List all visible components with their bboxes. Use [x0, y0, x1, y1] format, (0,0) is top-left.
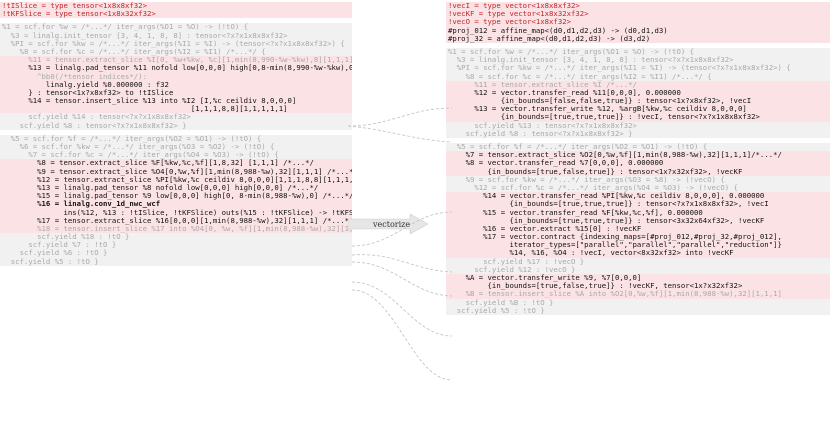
connector-line [351, 281, 453, 337]
arrow-icon [348, 213, 429, 235]
code-line: scf.yield %5 : !tO } [446, 306, 830, 315]
code-line: !tISlice = type tensor<1x8x8xf32> [0, 2, 352, 11]
code-line: iterator_types=["parallel","parallel","p… [446, 241, 830, 250]
code-line: %8 = tensor.extract_slice %F[%kw,%c,%f][… [0, 159, 352, 168]
connector-line [351, 261, 453, 297]
code-line: !tKFSlice = type tensor<1x8x32xf32> [0, 10, 352, 19]
code-line: %15 = linalg.pad_tensor %9 low[0,0,0] hi… [0, 192, 352, 201]
code-line: %9 = scf.for %kw = /*...*/ iter_args(%O3… [446, 175, 830, 184]
code-line: %17 = tensor.extract_slice %16[0,0,0][1,… [0, 216, 352, 225]
code-line: %14, %16, %O4 : !vecI, vector<8x32xf32> … [446, 249, 830, 258]
code-line: %7 = scf.for %c = /*...*/ iter_args(%O4 … [0, 151, 352, 160]
code-line: ^bb0(/*tensor indices*/): [0, 72, 352, 81]
code-line: %12 = scf.for %c = /*...*/ iter_args(%O4… [446, 183, 830, 193]
code-line: %3 = linalg.init_tensor [3, 4, 1, 8, 8] … [0, 31, 352, 40]
connector-line [351, 289, 453, 381]
vectorize-arrow: vectorize [348, 213, 448, 235]
code-line: %PI = scf.for %kw = /*...*/ iter_args(%I… [0, 39, 352, 48]
code-line: scf.yield %8 : tensor<?x?x1x8x8xf32> } [0, 121, 352, 130]
code-line: %7 = tensor.extract_slice %O2[0,%w,%f][1… [446, 151, 830, 160]
code-line: %13 = linalg.pad_tensor %11 nofold low[0… [0, 64, 352, 73]
connector-line [351, 254, 453, 273]
code-line: scf.yield %12 : !vecO } [446, 265, 830, 274]
code-line: %B = tensor.insert_slice %A into %O2[0,%… [446, 290, 830, 299]
code-line: %18 = tensor.insert_slice %17 into %O4[0… [0, 224, 352, 234]
code-line: scf.yield %14 : tensor<?x?x1x8x8xf32> [0, 113, 352, 122]
code-line: {in_bounds=[false,false,true]} : tensor<… [446, 97, 830, 106]
code-line: !vecKF = type vector<1x8x32xf32> [446, 10, 830, 19]
code-line: %11 = tensor.extract_slice %I[0, %w+%kw,… [0, 56, 352, 65]
code-line: %14 = tensor.insert_slice %13 into %I2 [… [0, 97, 352, 106]
code-line: [1,1,1,8,8][1,1,1,1,1] [0, 105, 352, 114]
code-line: linalg.yield %0.000000 : f32 [0, 80, 352, 89]
code-line: %5 = scf.for %f = /*...*/ iter_args(%O2 … [446, 143, 830, 152]
code-line: %12 = tensor.extract_slice %PI[%kw,%c ce… [0, 175, 352, 184]
code-line: {in_bounds=[true,true,true]} : tensor<?x… [446, 200, 830, 209]
code-line: #proj_32 = affine_map<(d0,d1,d2,d3) -> (… [446, 34, 830, 43]
code-line: %8 = vector.transfer_read %7[0,0,0], 0.0… [446, 159, 830, 168]
code-line: %12 = vector.transfer_read %11[0,0,0], 0… [446, 88, 830, 98]
code-line: %8 = scf.for %c = /*...*/ iter_args(%I2 … [0, 47, 352, 57]
code-line: scf.yield %17 : !vecO } [446, 257, 830, 266]
code-line: scf.yield %8 : tensor<?x?x1x8x8xf32> } [446, 129, 830, 138]
code-line: scf.yield %5 : !tO } [0, 257, 352, 266]
code-line: %5 = scf.for %f = /*...*/ iter_args(%O2 … [0, 134, 352, 143]
vectorize-label: vectorize [373, 220, 411, 229]
code-line: scf.yield %13 : tensor<?x?x1x8x8xf32> [446, 121, 830, 130]
code-line: %17 = vector.contract {indexing_maps=[#p… [446, 233, 830, 242]
code-line: %A = vector.transfer_write %9, %7[0,0,0] [446, 274, 830, 283]
code-line: %1 = scf.for %w = /*...*/ iter_args(%O1 … [446, 47, 830, 57]
code-line: ins(%12, %13 : !tISlice, !tKFSlice) outs… [0, 208, 352, 217]
code-line: %3 = linalg.init_tensor [3, 4, 1, 8, 8] … [446, 56, 830, 65]
code-line: %16 = vector.extract %15[0] : !vecKF [446, 224, 830, 234]
right-code-panel: !vecI = type vector<1x8x8xf32>!vecKF = t… [446, 2, 830, 315]
connector-line [347, 107, 453, 127]
connector-line [351, 211, 453, 247]
code-line: %8 = scf.for %c = /*...*/ iter_args(%I2 … [446, 72, 830, 81]
code-line: %11 = tensor.extract_slice %I /*...*/ [446, 80, 830, 89]
code-line: {in_bounds=[true,true,true]} : !vecI, te… [446, 113, 830, 122]
code-line: {in_bounds=[true,true,true]} : tensor<3x… [446, 216, 830, 225]
code-line: %9 = tensor.extract_slice %O4[0,%w,%f][1… [0, 167, 352, 176]
connector-line [347, 125, 453, 143]
left-code-panel: !tISlice = type tensor<1x8x8xf32>!tKFSli… [0, 2, 352, 266]
code-line: %15 = vector.transfer_read %F[%kw,%c,%f]… [446, 208, 830, 217]
code-line: !vecI = type vector<1x8x8xf32> [446, 2, 830, 11]
code-line: #proj_012 = affine_map<(d0,d1,d2,d3) -> … [446, 26, 830, 35]
code-line: %13 = linalg.pad_tensor %8 nofold low[0,… [0, 183, 352, 193]
code-line: scf.yield %18 : !tO } [0, 233, 352, 242]
code-line: %PI = scf.for %kw = /*...*/ iter_args(%I… [446, 64, 830, 73]
code-line: scf.yield %7 : !tO } [0, 241, 352, 250]
code-line: %16 = linalg.conv_1d_nwc_wcf [0, 200, 352, 209]
code-line: !vecO = type vector<1x8xf32> [446, 18, 830, 27]
code-line: %14 = vector.transfer_read %PI[%kw,%c ce… [446, 192, 830, 201]
code-line: scf.yield %B : !tO } [446, 298, 830, 307]
code-line: {in_bounds=[true,false,true]} : tensor<1… [446, 167, 830, 176]
code-line: } : tensor<1x?x8xf32> to !tISlice [0, 88, 352, 98]
code-line: %6 = scf.for %kw = /*...*/ iter_args(%O3… [0, 143, 352, 152]
code-line: scf.yield %6 : !tO } [0, 249, 352, 258]
code-line: {in_bounds=[true,false,true]} : !vecKF, … [446, 282, 830, 291]
code-line: %13 = vector.transfer_write %12, %argB[%… [446, 105, 830, 114]
code-line: %1 = scf.for %w = /*...*/ iter_args(%O1 … [0, 23, 352, 32]
